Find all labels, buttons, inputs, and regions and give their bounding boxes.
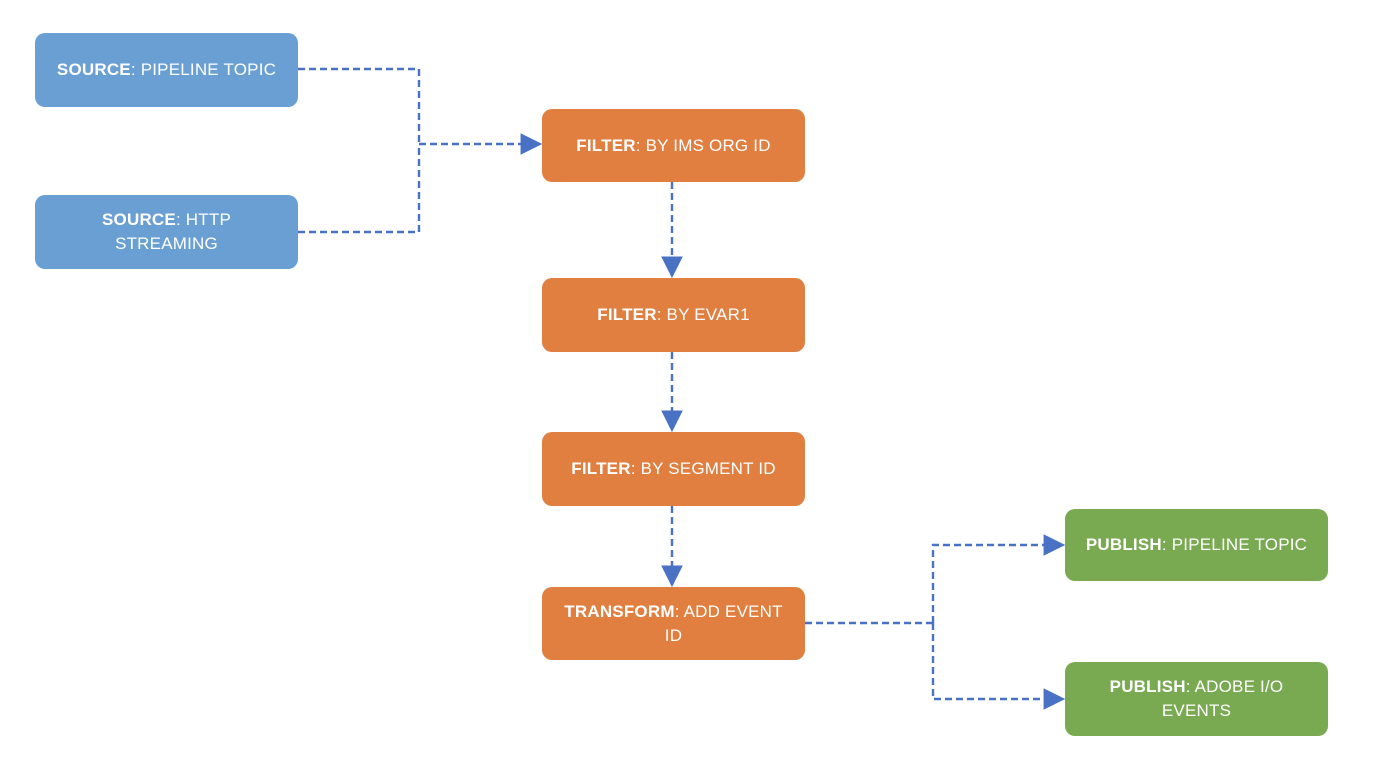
node-text: BY EVAR1 xyxy=(666,305,750,324)
connector-split-to-publish-pipeline xyxy=(931,534,1066,623)
source-http-streaming-node: SOURCE: HTTP STREAMING xyxy=(35,195,298,269)
node-kind: PUBLISH xyxy=(1109,677,1186,696)
node-text: BY IMS ORG ID xyxy=(645,135,771,155)
node-kind: SOURCE xyxy=(56,60,131,79)
node-kind: FILTER xyxy=(597,305,657,324)
node-kind: PUBLISH xyxy=(1085,535,1162,554)
filter-evar1-node: FILTER: BY EVAR1 xyxy=(542,278,805,352)
node-kind: FILTER xyxy=(576,135,636,155)
node-kind: TRANSFORM xyxy=(564,601,675,621)
node-text: PIPELINE TOPIC xyxy=(1171,535,1308,554)
node-kind: FILTER xyxy=(571,459,631,478)
transform-add-event-id-node: TRANSFORM: ADD EVENT ID xyxy=(542,587,805,660)
node-text: HTTP STREAMING xyxy=(115,210,231,253)
node-text: ADD EVENT ID xyxy=(664,601,783,645)
filter-ims-org-id-node: FILTER: BY IMS ORG ID xyxy=(542,109,805,182)
publish-adobe-io-events-node: PUBLISH: ADOBE I/O EVENTS xyxy=(1065,662,1328,736)
filter-segment-id-node: FILTER: BY SEGMENT ID xyxy=(542,432,805,506)
node-text: PIPELINE TOPIC xyxy=(140,60,277,79)
connector-source-pipeline-to-merge xyxy=(298,67,421,144)
connector-split-to-publish-adobe xyxy=(931,623,1066,710)
source-pipeline-topic-node: SOURCE: PIPELINE TOPIC xyxy=(35,33,298,107)
node-text: BY SEGMENT ID xyxy=(640,459,776,478)
node-text: ADOBE I/O EVENTS xyxy=(1161,677,1284,720)
node-kind: SOURCE xyxy=(102,210,176,229)
connector-source-http-to-merge xyxy=(298,144,421,234)
publish-pipeline-topic-node: PUBLISH: PIPELINE TOPIC xyxy=(1065,509,1328,581)
